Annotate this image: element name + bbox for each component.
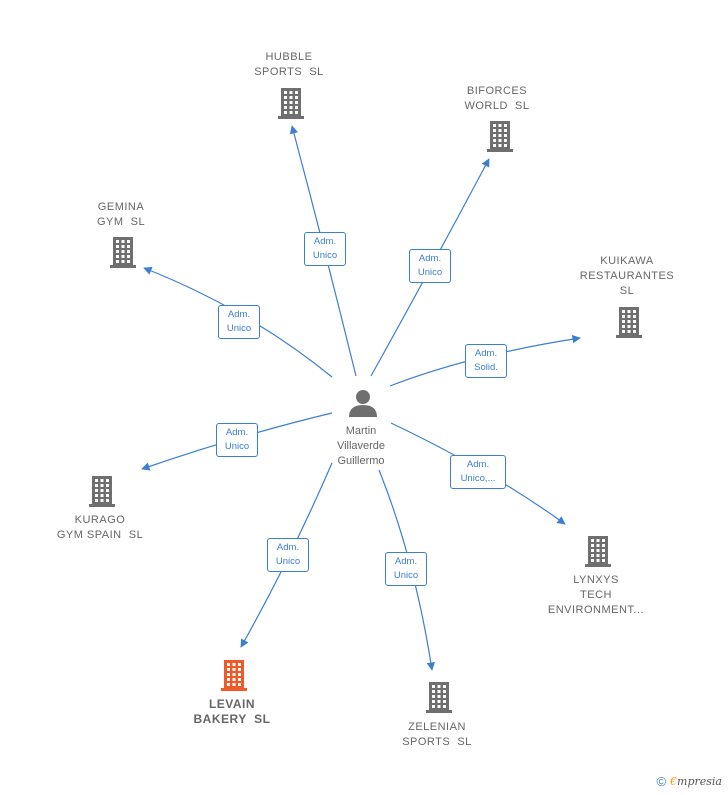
copyright-icon: © <box>656 774 667 789</box>
building-icon[interactable] <box>585 536 611 567</box>
role-label-kurago[interactable]: Adm.Unico <box>216 423 258 457</box>
role-label-kuikawa[interactable]: Adm.Solid. <box>465 344 507 378</box>
building-icon[interactable] <box>110 237 136 268</box>
role-label-lynxys[interactable]: Adm.Unico,... <box>450 455 506 489</box>
building-icon[interactable] <box>221 660 247 691</box>
building-icon[interactable] <box>426 682 452 713</box>
building-icon[interactable] <box>278 88 304 119</box>
building-icon[interactable] <box>89 476 115 507</box>
empresia-logo: €mpresia <box>670 775 722 788</box>
role-label-zelenian[interactable]: Adm.Unico <box>385 552 427 586</box>
role-label-hubble[interactable]: Adm.Unico <box>304 232 346 266</box>
building-icon[interactable] <box>616 307 642 338</box>
building-icon[interactable] <box>487 121 513 152</box>
role-label-biforces[interactable]: Adm.Unico <box>409 249 451 283</box>
footer-brand: © €mpresia <box>656 774 722 789</box>
role-label-levain[interactable]: Adm.Unico <box>267 538 309 572</box>
person-icon[interactable] <box>349 390 377 417</box>
role-label-gemina[interactable]: Adm.Unico <box>218 305 260 339</box>
